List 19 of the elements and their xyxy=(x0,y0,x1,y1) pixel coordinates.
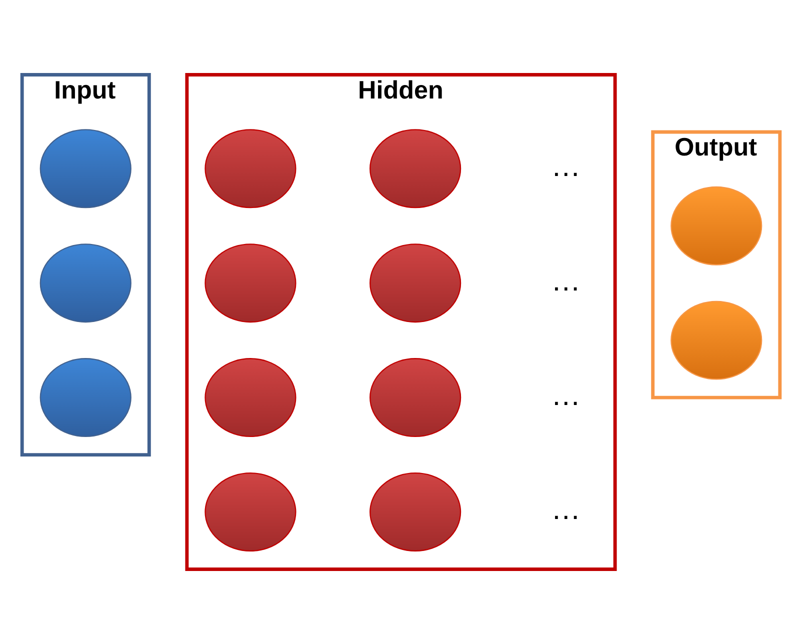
label: … xyxy=(550,149,581,182)
node-circle xyxy=(370,243,462,322)
node-circle xyxy=(370,472,462,552)
label: … xyxy=(550,492,581,526)
node-circle xyxy=(204,128,296,208)
cluster: Input xyxy=(20,72,151,456)
node-circle xyxy=(204,472,296,552)
node-circle xyxy=(204,358,296,437)
node-circle xyxy=(204,243,296,322)
label: … xyxy=(550,378,581,412)
label: … xyxy=(550,264,581,297)
node-circle xyxy=(40,358,132,437)
node-circle xyxy=(40,128,132,208)
node-circle xyxy=(370,358,462,437)
node-circle xyxy=(40,243,132,322)
node-circle xyxy=(670,300,762,380)
node-circle xyxy=(670,186,762,265)
node-circle xyxy=(370,128,462,208)
cluster: Output xyxy=(651,130,782,399)
